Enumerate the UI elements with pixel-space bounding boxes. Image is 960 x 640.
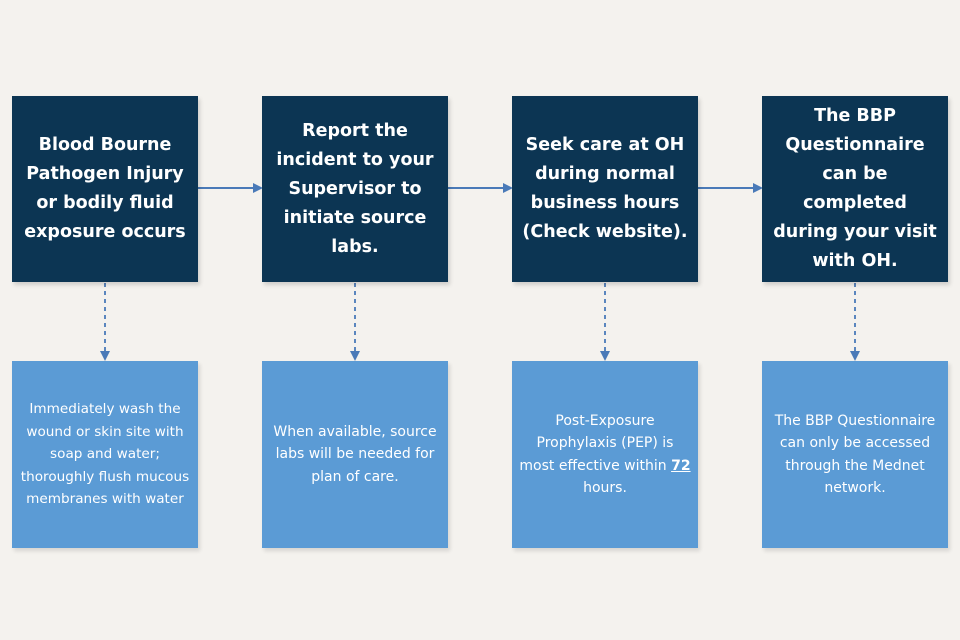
step-title-questionnaire: The BBP Questionnaire can be completed d…: [773, 106, 937, 271]
note-text-source-labs: When available, source labs will be need…: [273, 423, 437, 485]
step-title-exposure: Blood Bourne Pathogen Injury or bodily f…: [24, 135, 186, 242]
step-title-report: Report the incident to your Supervisor t…: [276, 120, 434, 257]
note-pep-suffix: hours.: [583, 480, 627, 496]
step-title-seek-care: Seek care at OH during normal business h…: [522, 135, 688, 242]
note-pep-hours-value: 72: [671, 457, 691, 474]
note-box-wash: Immediately wash the wound or skin site …: [12, 361, 198, 548]
note-box-mednet: The BBP Questionnaire can only be access…: [762, 361, 948, 548]
note-text-wash: Immediately wash the wound or skin site …: [20, 401, 190, 508]
note-text-pep: Post-Exposure Prophylaxis (PEP) is most …: [518, 410, 692, 500]
note-box-source-labs: When available, source labs will be need…: [262, 361, 448, 548]
step-box-report: Report the incident to your Supervisor t…: [262, 96, 448, 282]
step-box-questionnaire: The BBP Questionnaire can be completed d…: [762, 96, 948, 282]
step-box-seek-care: Seek care at OH during normal business h…: [512, 96, 698, 282]
note-pep-prefix: Post-Exposure Prophylaxis (PEP) is most …: [519, 412, 674, 474]
step-box-exposure: Blood Bourne Pathogen Injury or bodily f…: [12, 96, 198, 282]
note-box-pep: Post-Exposure Prophylaxis (PEP) is most …: [512, 361, 698, 548]
note-text-mednet: The BBP Questionnaire can only be access…: [774, 412, 936, 497]
